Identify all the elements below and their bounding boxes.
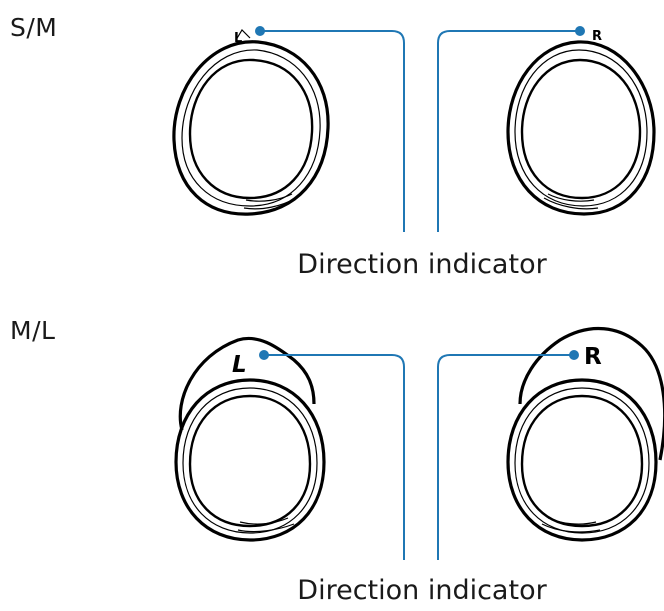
leader-sm-right <box>437 30 580 232</box>
eartip-sm-left-slot <box>243 193 297 210</box>
eartip-ml-right-letter: R <box>584 344 602 370</box>
indicator-dot-sm-right <box>575 26 585 36</box>
leader-ml-right <box>437 354 574 560</box>
eartip-ml-left-slot <box>237 517 295 533</box>
eartip-ml-left-letter: L <box>232 352 247 378</box>
eartip-ml-left-inner <box>188 394 312 528</box>
eartip-sm-right-inner <box>520 58 642 200</box>
eartip-ml-right-slot <box>541 517 601 533</box>
indicator-dot-ml-right <box>569 350 579 360</box>
eartip-ml-left-band <box>182 387 318 534</box>
eartip-ml-right-band <box>514 387 650 534</box>
size-label-medium-large: M/L <box>10 316 56 345</box>
eartip-sm-right <box>506 40 656 216</box>
eartip-sm-left <box>172 29 330 216</box>
eartip-sm-right-band <box>514 49 648 207</box>
eartip-ml-right-outer <box>506 378 658 542</box>
eartip-sm-left-inner <box>188 58 314 200</box>
eartip-ml-left-wing <box>178 336 316 431</box>
leader-ml-left <box>264 354 405 560</box>
eartip-ml-right-inner <box>520 394 644 528</box>
leader-sm-left <box>260 30 405 232</box>
eartip-sm-left-outer <box>172 40 330 216</box>
eartip-ml-left-outer <box>174 378 326 542</box>
caption-direction-indicator-bottom: Direction indicator <box>297 575 547 606</box>
indicator-dot-ml-left <box>259 350 269 360</box>
eartip-sm-left-band <box>181 49 321 207</box>
eartip-sm-left-letter: L <box>234 31 242 46</box>
eartip-sm-left-tab <box>235 29 251 41</box>
eartip-sm-right-outer <box>506 40 656 216</box>
indicator-dot-sm-left <box>255 26 265 36</box>
eartip-sm-right-letter: R <box>592 29 602 44</box>
caption-direction-indicator-top: Direction indicator <box>297 249 547 280</box>
eartip-ml-left <box>174 336 326 542</box>
size-label-small-medium: S/M <box>10 13 58 42</box>
eartip-sm-right-slot <box>543 193 599 210</box>
